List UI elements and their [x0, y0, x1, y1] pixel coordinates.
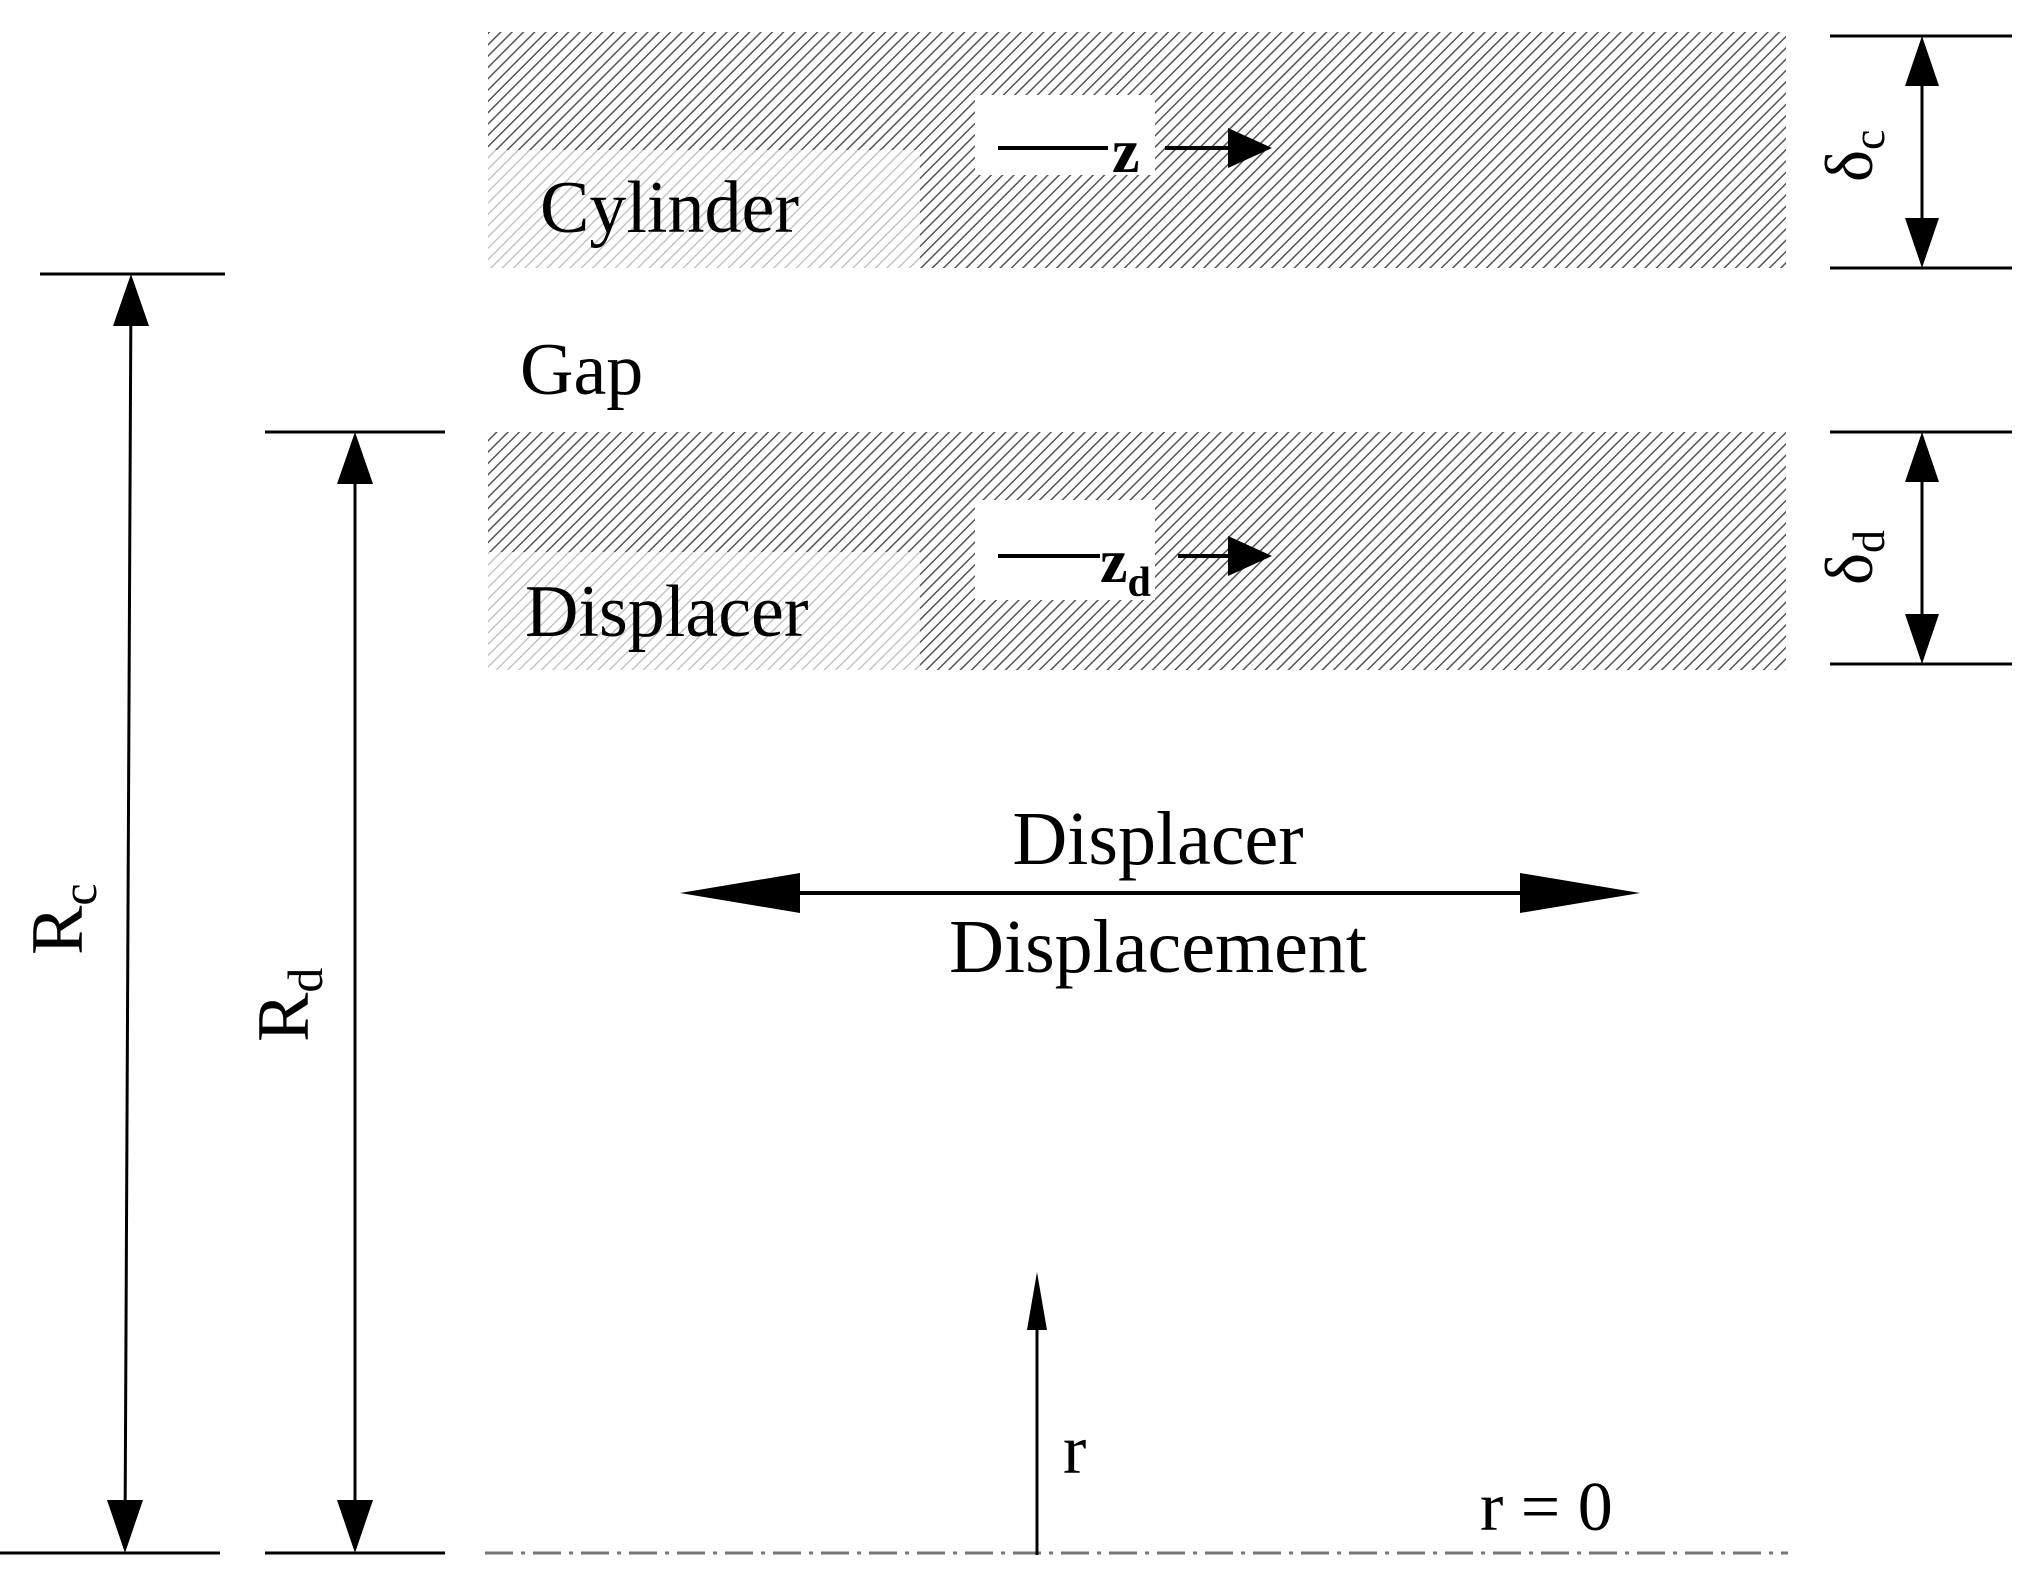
rd-subscript: d	[277, 968, 333, 993]
delta-c-dimension	[1830, 34, 2012, 270]
rc-subscript: c	[51, 883, 107, 905]
displacement-label-line1: Displacer	[1012, 797, 1303, 881]
z-label: z	[1112, 118, 1140, 186]
cylinder-label-box	[488, 150, 920, 268]
zd-label-box	[975, 500, 1155, 600]
r-label: r	[1063, 1412, 1086, 1489]
z-label-box	[975, 95, 1155, 175]
displacement-arrow	[680, 873, 1640, 913]
cylinder-label: Cylinder	[540, 167, 799, 249]
rc-dimension	[0, 272, 225, 1555]
cylinder-wall	[488, 32, 1786, 268]
displacer-wall	[488, 432, 1786, 670]
rd-dimension	[265, 430, 445, 1555]
rd-label: Rd	[243, 968, 333, 1042]
displacement-label-line2: Displacement	[949, 905, 1367, 989]
r-axis-arrow	[1027, 1272, 1047, 1555]
delta-d-subscript: d	[1843, 530, 1894, 553]
zd-axis-arrow	[998, 536, 1272, 576]
zd-label: zd	[1100, 528, 1151, 606]
rc-label: Rc	[17, 883, 107, 955]
displacer-label-box	[488, 552, 920, 670]
delta-c-label: δc	[1811, 130, 1894, 182]
r-zero-label: r = 0	[1480, 1469, 1613, 1546]
displacer-label: Displacer	[525, 571, 809, 653]
z-axis-arrow	[998, 128, 1272, 168]
gap-label: Gap	[520, 329, 643, 411]
delta-d-label: δd	[1811, 530, 1894, 585]
delta-d-dimension	[1830, 430, 2012, 666]
delta-c-subscript: c	[1843, 130, 1894, 150]
zd-subscript: d	[1128, 560, 1151, 606]
